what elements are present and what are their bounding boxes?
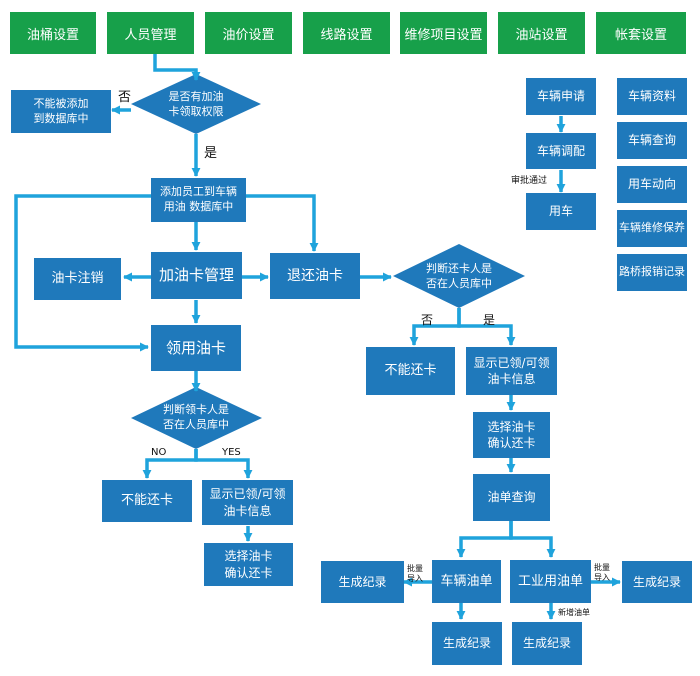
yes-label-receiver: YES <box>222 447 241 458</box>
arrow-nav-to-decision <box>153 54 201 81</box>
nav-account-set-settings[interactable]: 帐套设置 <box>596 12 686 54</box>
no-label-permission: 否 <box>118 90 132 105</box>
nav-oil-barrel-settings[interactable]: 油桶设置 <box>10 12 96 54</box>
show-info-box-right: 显示已领/可领 油卡信息 <box>466 347 557 395</box>
arrow-add-to-receive-loop <box>14 194 151 352</box>
industrial-bill-box: 工业用油单 <box>510 560 591 603</box>
approved-label: 审批通过 <box>511 176 548 186</box>
vehicle-bill-box: 车辆油单 <box>432 560 501 603</box>
select-card-box-left: 选择油卡 确认还卡 <box>204 543 293 586</box>
menu-vehicle-movement[interactable]: 用车动向 <box>617 166 687 203</box>
generate-record-box-industrial: 生成纪录 <box>512 622 582 665</box>
yes-label-returner: 是 <box>483 313 496 327</box>
generate-record-box-vehicle: 生成纪录 <box>432 622 502 665</box>
arrow-add-to-return <box>246 194 319 252</box>
card-manage-box: 加油卡管理 <box>151 252 242 299</box>
decision-receiver-text: 判断领卡人是 否在人员库中 <box>163 403 229 431</box>
no-label-returner: 否 <box>421 313 434 327</box>
menu-vehicle-query[interactable]: 车辆查询 <box>617 122 687 159</box>
vehicle-dispatch-box: 车辆调配 <box>526 133 596 169</box>
add-employee-box: 添加员工到车辆 用油 数据库中 <box>151 178 246 222</box>
decision-permission-text: 是否有加油 卡领取权限 <box>168 90 224 118</box>
generate-record-box-left: 生成纪录 <box>321 561 404 603</box>
nav-personnel-management[interactable]: 人员管理 <box>107 12 194 54</box>
nav-gas-station-settings[interactable]: 油站设置 <box>498 12 585 54</box>
decision-returner-text: 判断还卡人是 否在人员库中 <box>426 262 492 290</box>
new-bill-label: 新增油单 <box>558 608 590 617</box>
arrow-query-to-industrial-bill <box>509 521 556 558</box>
arrow-query-to-vehicle-bill <box>456 521 513 558</box>
menu-vehicle-maintenance[interactable]: 车辆维修保养 <box>617 210 687 247</box>
nav-repair-item-settings[interactable]: 维修项目设置 <box>400 12 487 54</box>
card-cancel-box: 油卡注销 <box>34 258 121 300</box>
arrow-r-yes-to-show <box>457 308 516 346</box>
decision-permission-diamond <box>131 74 261 134</box>
decision-receiver-diamond <box>131 387 262 449</box>
decision-returner-diamond <box>393 244 525 308</box>
nav-oil-price-settings[interactable]: 油价设置 <box>205 12 292 54</box>
cannot-add-box: 不能被添加 到数据库中 <box>11 90 111 133</box>
receive-card-box: 领用油卡 <box>151 325 241 371</box>
generate-record-box-right: 生成纪录 <box>622 561 692 603</box>
arrow-yes-to-show-info <box>194 449 253 479</box>
vehicle-use-box: 用车 <box>526 193 596 230</box>
yes-label-permission: 是 <box>204 146 218 161</box>
show-info-box-left: 显示已领/可领 油卡信息 <box>202 480 293 525</box>
vehicle-apply-box: 车辆申请 <box>526 78 596 115</box>
card-return-box: 退还油卡 <box>270 253 360 299</box>
cannot-return-box-left: 不能还卡 <box>102 480 192 522</box>
select-card-box-right: 选择油卡 确认还卡 <box>473 412 550 458</box>
batch-import-label-left: 批量 导入 <box>407 564 423 583</box>
nav-route-settings[interactable]: 线路设置 <box>303 12 390 54</box>
no-label-receiver: NO <box>151 447 167 458</box>
menu-vehicle-data[interactable]: 车辆资料 <box>617 78 687 115</box>
bill-query-box: 油单查询 <box>473 474 550 521</box>
cannot-return-box-right: 不能还卡 <box>366 347 455 395</box>
batch-import-label-right: 批量 导入 <box>594 563 610 582</box>
menu-toll-reimbursement[interactable]: 路桥报销记录 <box>617 254 687 291</box>
